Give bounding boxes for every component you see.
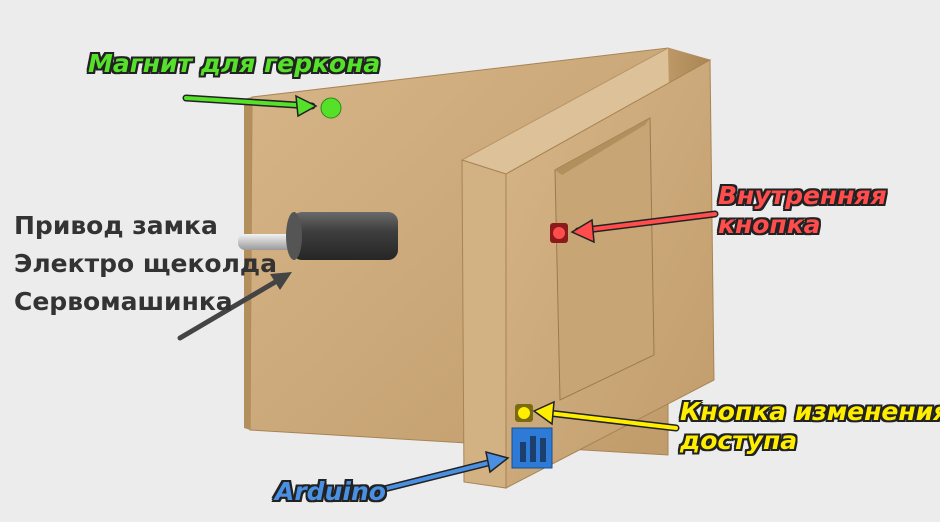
arduino-chip-1 bbox=[520, 442, 526, 462]
drive-label-line-2: Электро щеколда bbox=[14, 249, 277, 278]
frame-front bbox=[461, 159, 507, 489]
inner-button-label-line-2: кнопка bbox=[718, 209, 821, 239]
arrow-drive bbox=[177, 272, 292, 341]
access-button-label-line-1: Кнопка изменения bbox=[680, 397, 940, 426]
arrow-magnet bbox=[182, 94, 318, 118]
access-button-label-line-2: доступа bbox=[680, 425, 798, 455]
arrow-arduino bbox=[376, 450, 510, 494]
magnet-dot bbox=[320, 97, 342, 119]
inner-button bbox=[553, 227, 565, 239]
frame-inner-cutout bbox=[554, 117, 655, 401]
arduino-chip-3 bbox=[540, 438, 546, 462]
access-button-label: Кнопка изменения доступа bbox=[680, 397, 940, 456]
drive-label-line-3: Сервомашинка bbox=[14, 287, 233, 316]
arrow-access-button bbox=[532, 400, 680, 432]
lock-cylinder-end bbox=[286, 212, 302, 260]
arduino-chip-2 bbox=[530, 436, 536, 462]
lock-cylinder bbox=[292, 212, 398, 260]
arduino-label: Arduino bbox=[275, 477, 386, 506]
lock-rod bbox=[238, 234, 298, 250]
magnet-label: Магнит для геркона bbox=[88, 49, 381, 78]
drive-label-line-1: Привод замка bbox=[14, 211, 218, 240]
drive-label: Привод замка Электро щеколда Сервомашинк… bbox=[14, 211, 277, 326]
inner-button-label: Внутренняя кнопка bbox=[718, 181, 887, 240]
frame-inner-shadow bbox=[555, 118, 650, 175]
access-button bbox=[518, 407, 530, 419]
arrow-inner-button bbox=[570, 210, 719, 244]
door-panel-edge bbox=[244, 97, 252, 430]
inner-button-label-line-1: Внутренняя bbox=[718, 181, 887, 210]
